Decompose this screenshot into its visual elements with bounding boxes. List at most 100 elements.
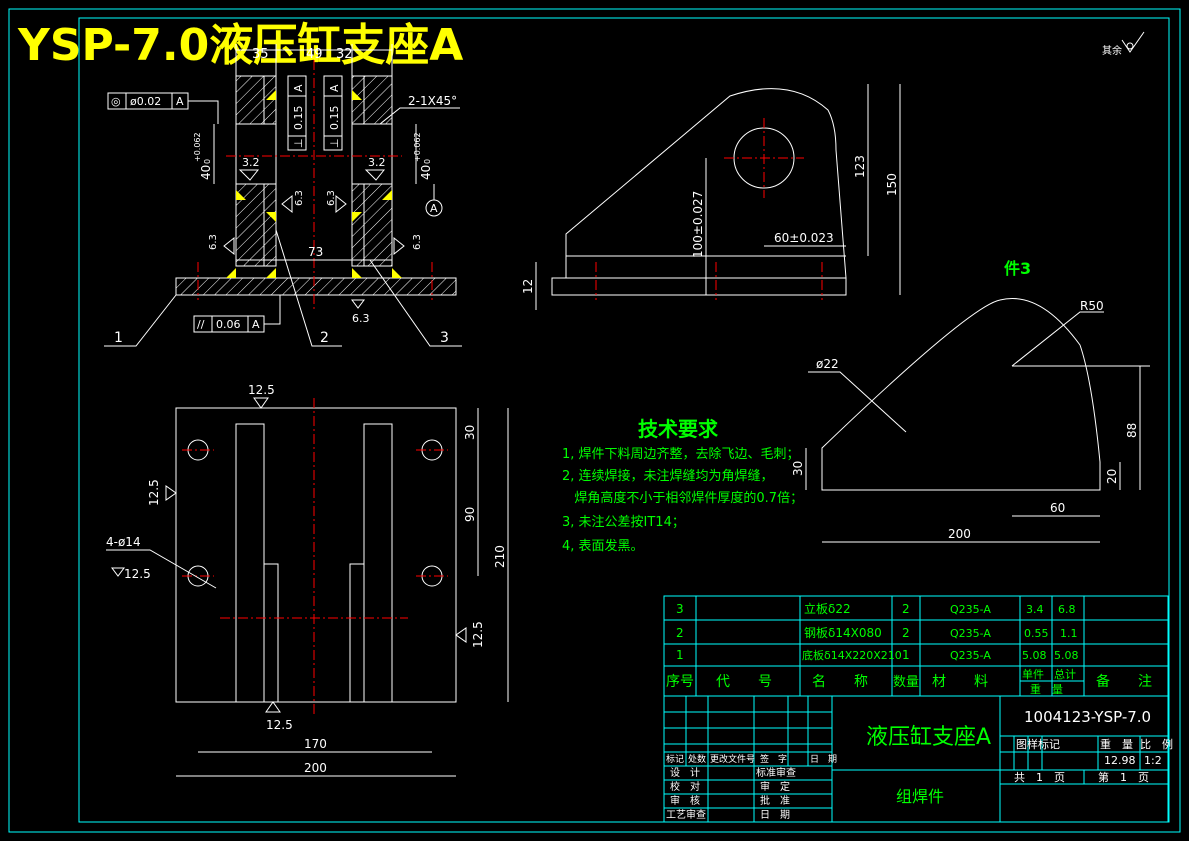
svg-text:A: A [252, 318, 260, 331]
svg-text:ø0.02: ø0.02 [130, 95, 161, 108]
rough-sym-6 [393, 236, 405, 256]
weight-label: 重 量 [1100, 737, 1133, 751]
svg-text:3: 3 [676, 602, 684, 616]
rough-3.2-left: 3.2 [242, 156, 260, 169]
rough-sym-1 [238, 169, 260, 181]
stage-label: 图样标记 [1016, 737, 1060, 751]
rough-left: 12.5 [147, 479, 161, 506]
dim-35: 35 [252, 47, 269, 62]
svg-text:底板δ14X220X210: 底板δ14X220X210 [802, 648, 902, 662]
svg-text:数量: 数量 [893, 675, 919, 690]
plan-right-plate [363, 423, 393, 703]
weld-9 [266, 212, 276, 222]
rev-count: 处数 [688, 753, 706, 765]
dim-12: 12 [521, 279, 535, 294]
svg-text:A: A [292, 84, 305, 92]
weld-3 [236, 190, 246, 200]
svg-text:2: 2 [902, 626, 910, 640]
weld-6 [392, 268, 402, 278]
role-ratify: 批 准 [760, 794, 790, 807]
svg-text:Q235-A: Q235-A [950, 603, 991, 616]
plan-base [175, 407, 457, 703]
rough-3.2-right: 3.2 [368, 156, 386, 169]
dim-r50: R50 [1080, 299, 1104, 313]
svg-text:2: 2 [902, 602, 910, 616]
tech-req-heading: 技术要求 [638, 417, 719, 441]
r50-leader [1011, 311, 1104, 367]
dim-170: 170 [304, 737, 327, 751]
role-std: 标准审查 [756, 766, 796, 779]
rev-sign: 签 字 [760, 753, 787, 765]
svg-text:Q235-A: Q235-A [950, 649, 991, 662]
tech-requirements: 技术要求 1, 焊件下料周边齐整，去除飞边、毛刺； 2, 连续焊接，未注焊缝均为… [562, 417, 803, 554]
bore-left-tol: +0.062 [193, 132, 202, 162]
rough-6.3-e: 6.3 [352, 312, 370, 325]
dim-60: 60±0.023 [774, 231, 834, 245]
rough-right-sym [455, 627, 467, 643]
bom-row-2: 2 钢板δ14X080 2 Q235-A 0.55 1.1 [676, 626, 1078, 640]
side-view: 100±0.027 60±0.023 123 150 12 [521, 84, 901, 310]
dim-123: 123 [853, 155, 867, 178]
part3-label: 件3 [1004, 259, 1031, 278]
dim-210: 210 [493, 545, 507, 568]
role-date: 日 期 [760, 809, 790, 821]
dim-60-p3: 60 [1050, 501, 1065, 515]
svg-text:总计: 总计 [1054, 667, 1076, 681]
tech-req-line-5: 4, 表面发黑。 [562, 538, 644, 554]
bore-right-tol0: 0 [423, 159, 432, 164]
balloon-3: 3 [440, 330, 449, 346]
rough-top-sym [253, 397, 269, 409]
svg-text:0.06: 0.06 [216, 318, 241, 331]
rough-sym-5 [223, 236, 235, 256]
tol-perp-right: A 0.15 ⊥ [323, 75, 343, 151]
rough-6.3-c: 6.3 [208, 234, 219, 250]
side-plate-outline [565, 88, 847, 279]
rough-6.3-a: 6.3 [294, 190, 305, 206]
weld-7 [266, 268, 276, 278]
tech-req-line-3: 焊角高度不小于相邻焊件厚度的0.7倍； [562, 490, 803, 506]
svg-text:⊥: ⊥ [328, 138, 341, 148]
dim-30: 30 [791, 461, 805, 476]
weld-2 [352, 90, 362, 100]
svg-text:名 称: 名 称 [812, 674, 868, 690]
balloon-2-leader [275, 229, 342, 347]
chamfer-leader [379, 107, 460, 125]
rough-sym-3 [281, 194, 293, 214]
svg-text:◎: ◎ [111, 95, 121, 108]
svg-text:0.15: 0.15 [328, 106, 341, 131]
bom-table: 3 立板δ22 2 Q235-A 3.4 6.8 2 钢板δ14X080 2 Q… [663, 595, 1169, 697]
scale-value: 1:2 [1144, 754, 1162, 767]
role-check: 校 对 [670, 780, 700, 793]
plan-left-plate [235, 423, 265, 703]
part3-view: 件3 R50 ø22 88 20 30 60 200 [791, 259, 1150, 543]
drawing-number: 1004123-YSP-7.0 [1024, 708, 1151, 726]
dim-30-plan: 30 [463, 425, 477, 440]
tol-perp-left: A 0.15 ⊥ [287, 75, 307, 151]
plan-right-rib [349, 563, 365, 703]
roughness-other-label: 其余 [1102, 44, 1122, 57]
rough-hole: 12.5 [124, 567, 151, 581]
tol-parallel: // 0.06 A [193, 295, 281, 333]
weld-1 [266, 90, 276, 100]
bore-right-40: 40 [419, 165, 433, 180]
dim-holes: 4-ø14 [106, 535, 141, 549]
svg-text:5.08: 5.08 [1054, 649, 1079, 662]
rough-6.3-b: 6.3 [326, 190, 337, 206]
tol-concentricity: ◎ ø0.02 A [107, 92, 219, 124]
chamfer-label: 2-1X45° [408, 94, 457, 108]
svg-text:0.15: 0.15 [292, 106, 305, 131]
rough-bottom: 12.5 [266, 718, 293, 732]
dim-20: 20 [1105, 469, 1119, 484]
svg-text:1.1: 1.1 [1060, 627, 1078, 640]
role-review: 审 核 [670, 794, 700, 807]
svg-text:序号: 序号 [666, 674, 694, 690]
rough-sym-7 [351, 299, 365, 309]
bore-right-tol: +0.062 [413, 132, 422, 162]
weld-8 [352, 268, 362, 278]
svg-text:A: A [176, 95, 184, 108]
dim-49: 49 [306, 47, 323, 62]
svg-text:A: A [328, 84, 341, 92]
side-base [551, 277, 847, 296]
rough-top: 12.5 [248, 383, 275, 397]
